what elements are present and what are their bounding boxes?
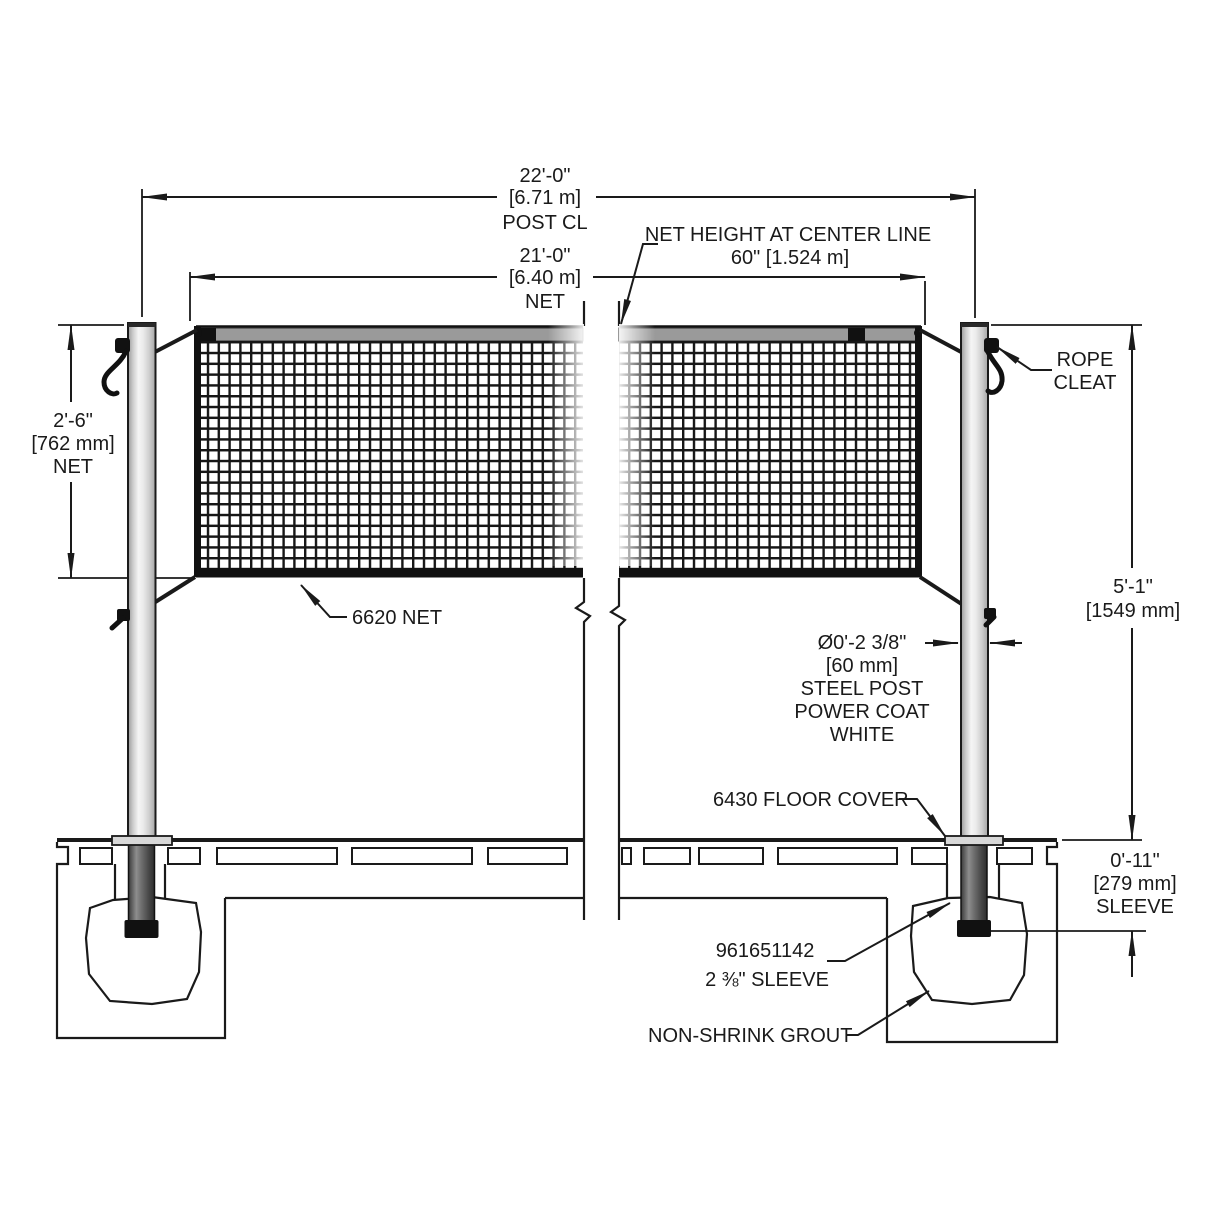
right-floor-cover-flange — [944, 835, 1004, 846]
right-post — [960, 322, 989, 845]
net-border-left — [194, 326, 201, 577]
dim-post-height-feet: 5'-1" — [1113, 576, 1153, 598]
leader-floor-cover — [899, 798, 946, 837]
callout-net-height-title: NET HEIGHT AT CENTER LINE — [645, 224, 931, 246]
dim-net-length-metric: [6.40 m] — [509, 267, 581, 289]
net-border-right — [915, 326, 922, 577]
net-tape-right — [618, 327, 922, 342]
right-top-cleat — [984, 338, 999, 353]
net-break-fade-right — [619, 324, 655, 566]
callout-post-material: STEEL POST — [801, 678, 924, 700]
callout-net-part: 6620 NET — [352, 607, 442, 629]
annotation-text: 22'-0" [6.71 m] POST CL 21'-0" [6.40 m] … — [31, 165, 1180, 1047]
posts — [111, 322, 1004, 846]
left-footing-pit — [55, 842, 227, 1040]
net-tape-tie-right — [848, 328, 865, 341]
dim-net-depth-feet: 2'-6" — [53, 410, 93, 432]
net-bottom-band-right — [619, 568, 921, 578]
callout-post-diameter: Ø0'-2 3/8" — [818, 632, 907, 654]
dim-sleeve-depth-metric: [279 mm] — [1093, 873, 1176, 895]
ground-sleeves — [124, 842, 991, 938]
net-tension-ropes — [147, 328, 965, 608]
rope-cleats — [101, 338, 1005, 631]
left-blockout-shaft — [113, 864, 167, 899]
leader-net-height — [620, 243, 658, 325]
net-mesh-left — [196, 341, 583, 568]
floor-section — [55, 838, 1059, 1044]
section-break-lines — [574, 301, 627, 920]
net-tape-left — [195, 327, 584, 342]
left-lower-rope-end — [109, 615, 126, 631]
leader-lines — [300, 243, 1052, 1036]
leader-grout — [846, 990, 930, 1036]
right-footing-pit — [885, 842, 1059, 1044]
dim-net-depth-metric: [762 mm] — [31, 433, 114, 455]
leader-sleeve-part — [827, 902, 951, 962]
callout-net-height-value: 60" [1.524 m] — [731, 247, 849, 269]
right-blockout-shaft — [945, 864, 1001, 899]
net-assembly — [194, 324, 922, 578]
dim-sleeve-depth-suffix: SLEEVE — [1096, 896, 1174, 918]
dimension-lines — [67, 193, 1136, 977]
dim-post-spacing-feet: 22'-0" — [520, 165, 571, 187]
right-post-top-cap — [961, 323, 988, 327]
net-break-fade-left — [548, 324, 584, 566]
right-sleeve-tube — [960, 842, 988, 923]
floor-voids — [79, 847, 1033, 865]
left-sleeve-tube — [127, 842, 156, 923]
callout-grout: NON-SHRINK GROUT — [648, 1025, 852, 1047]
dim-post-spacing-suffix: POST CL — [502, 212, 587, 234]
left-post-top-cap — [128, 323, 156, 327]
net-bottom-band-left — [196, 568, 583, 578]
dim-net-length-suffix: NET — [525, 291, 565, 313]
right-hanging-rope — [985, 349, 1005, 395]
leader-rope-cleat — [996, 346, 1052, 371]
callout-sleeve-desc: 2 ⅜" SLEEVE — [705, 969, 829, 991]
net-tape-tie-left — [199, 328, 216, 341]
left-sleeve-cap — [124, 920, 159, 938]
callout-post-color: WHITE — [830, 724, 894, 746]
left-floor-cover-flange — [111, 835, 173, 846]
right-sleeve-cap — [957, 920, 991, 937]
center-line-stubs — [582, 301, 621, 326]
net-mesh-right — [619, 341, 921, 568]
callout-post-finish: POWER COAT — [794, 701, 929, 723]
right-lower-rope-end — [983, 614, 997, 628]
callout-sleeve-part: 961651142 — [716, 940, 815, 962]
dim-net-length-feet: 21'-0" — [520, 245, 571, 267]
left-post — [127, 322, 157, 845]
dim-sleeve-depth-feet: 0'-11" — [1110, 850, 1159, 872]
callout-floor-cover: 6430 FLOOR COVER — [713, 789, 909, 811]
callout-rope-cleat-line1: ROPE — [1057, 349, 1114, 371]
left-hanging-rope — [101, 348, 129, 397]
dim-post-height-metric: [1549 mm] — [1086, 600, 1180, 622]
callout-post-metric: [60 mm] — [826, 655, 898, 677]
callout-rope-cleat-line2: CLEAT — [1054, 372, 1117, 394]
dim-post-spacing-metric: [6.71 m] — [509, 187, 581, 209]
leader-net-part — [300, 584, 347, 618]
dim-net-depth-suffix: NET — [53, 456, 93, 478]
